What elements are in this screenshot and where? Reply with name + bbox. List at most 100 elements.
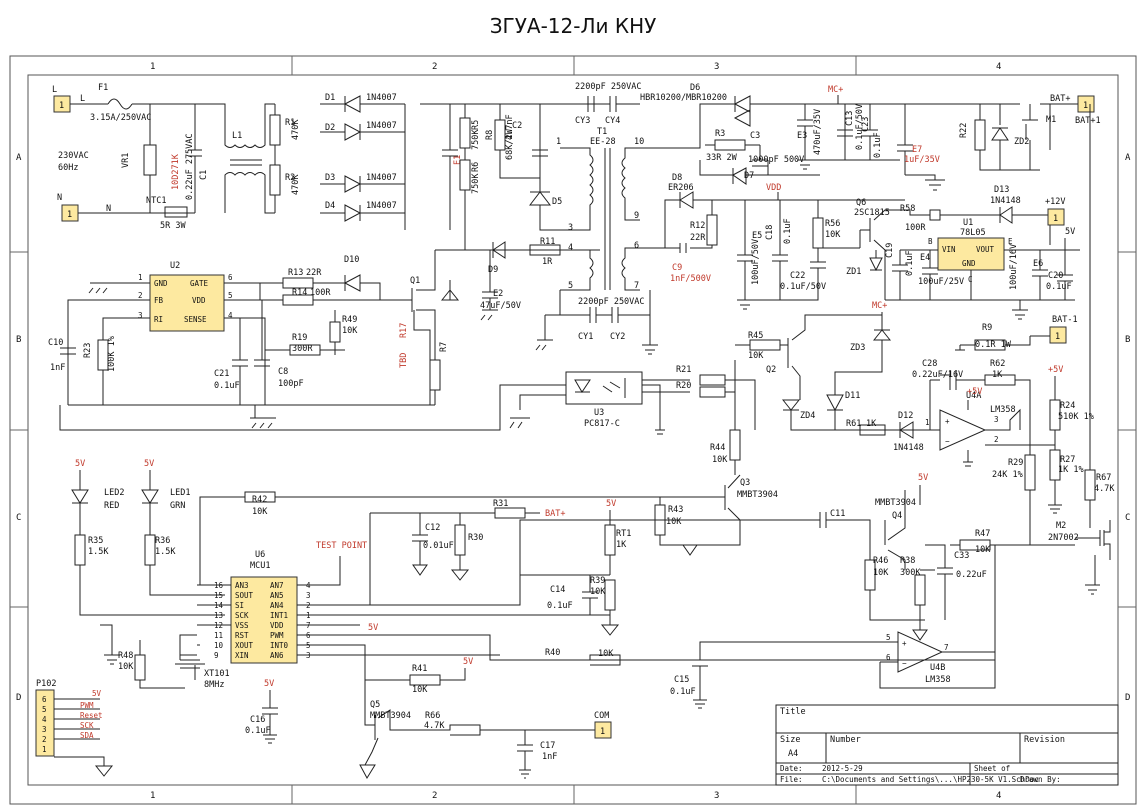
u1-vout: VOUT — [976, 245, 995, 254]
r49-ref: R49 — [342, 315, 357, 325]
r42-value: 10K — [252, 507, 268, 517]
r41-ref: R41 — [412, 664, 427, 674]
page-title: ЗГУА-12-Ли КНУ — [489, 14, 657, 38]
d12-ref: D12 — [898, 411, 913, 421]
svg-text:−: − — [902, 659, 907, 668]
u2-n5: 5 — [228, 291, 233, 300]
r27-ref: R27 — [1060, 455, 1075, 465]
r43-ref: R43 — [668, 505, 683, 515]
ruler-col-1b: 1 — [150, 791, 155, 801]
vdd-label: VDD — [766, 183, 781, 193]
e6-ref: E6 — [1033, 259, 1043, 269]
r46-value: 10K — [873, 568, 889, 578]
tb-size: Size — [780, 735, 800, 745]
u6-right-pin-an5: AN5 — [270, 591, 284, 600]
ruler-row-a: A — [16, 153, 22, 163]
r27-value: 1K 1% — [1058, 465, 1084, 475]
tbd-label: TBD — [399, 353, 409, 368]
u2-n4: 4 — [228, 311, 233, 320]
mc-label-2: MC+ — [872, 301, 887, 311]
r20-ref: R20 — [676, 381, 691, 391]
u4b-pin5: 5 — [886, 633, 891, 642]
r24-ref: R24 — [1060, 401, 1075, 411]
d9-ref: D9 — [488, 265, 498, 275]
e7-ref: E7 — [912, 145, 922, 155]
d7-ref: D7 — [744, 171, 754, 181]
t1-pin3: 3 — [568, 223, 573, 233]
d5-ref: D5 — [552, 197, 562, 207]
u2-pin-sense: SENSE — [184, 315, 207, 324]
u2-ic — [149, 274, 225, 332]
connector-n-pin: 1 — [67, 210, 72, 220]
r35-value: 1.5K — [88, 547, 109, 557]
u1-value: 78L05 — [960, 228, 986, 238]
u4a-pin3: 3 — [994, 415, 999, 424]
c3-ref: C3 — [750, 131, 760, 141]
connector-bat-neg[interactable] — [1049, 326, 1067, 344]
q6-ref: Q6 — [856, 198, 866, 208]
connector-com[interactable] — [594, 721, 612, 739]
r23-ref: R23 — [83, 343, 93, 358]
e7-value: 1uF/35V — [904, 155, 940, 165]
r35-ref: R35 — [88, 536, 103, 546]
u4b-value: LM358 — [925, 675, 951, 685]
tb-sheet: Sheet of — [974, 764, 1010, 773]
ruler-row-c: C — [16, 513, 21, 523]
q4-vcc: 5V — [918, 473, 928, 483]
c16-value: 0.1uF — [245, 726, 271, 736]
p102-header[interactable] — [35, 689, 55, 757]
r23-value: 100K 1% — [107, 336, 117, 372]
c20-ref: C20 — [1048, 271, 1063, 281]
c18-value: 0.1uF — [783, 218, 793, 244]
r9-ref: R9 — [982, 323, 992, 333]
t1-pin6: 6 — [634, 241, 639, 251]
ntc1-value: 5R 3W — [160, 221, 186, 231]
t1-ref: T1 — [597, 127, 607, 137]
u6-left-pin-sck: SCK — [235, 611, 249, 620]
zd3-ref: ZD3 — [850, 343, 865, 353]
r43-value: 10K — [666, 517, 682, 527]
tb-file-value: C:\Documents and Settings\...\HP230-5K V… — [822, 775, 1039, 784]
connector-12v-pin: 1 — [1053, 214, 1058, 224]
cy4-ref: CY4 — [605, 116, 620, 126]
r41-value: 10K — [412, 685, 428, 695]
connector-bat-plus-pin: 1 — [1083, 101, 1088, 111]
zd4-ref: ZD4 — [800, 411, 815, 421]
d1-ref: D1 — [325, 93, 335, 103]
u6-right-pin-an7: AN7 — [270, 581, 284, 590]
fuse-value: 3.15A/250VAC — [90, 113, 151, 123]
u1-regulator — [937, 237, 1005, 271]
r5-ref: R5 — [471, 120, 481, 130]
c2-ref: C2 — [512, 121, 522, 131]
p102-ref: P102 — [36, 679, 56, 689]
r24-value: 510K 1% — [1058, 412, 1094, 422]
q3-ref: Q3 — [740, 478, 750, 488]
r41-vcc: 5V — [463, 657, 473, 667]
u2-n1: 1 — [138, 273, 143, 282]
r8-ref: R8 — [485, 130, 495, 140]
connector-12v[interactable] — [1047, 208, 1065, 226]
u6-vdd-net: 5V — [368, 623, 378, 633]
p102-net-4: Reset — [80, 711, 103, 720]
tb-revision: Revision — [1024, 735, 1065, 745]
u2-pin-gate: GATE — [190, 279, 209, 288]
p102-pin-1: 1 — [42, 745, 47, 754]
r7-ref: R7 — [439, 342, 449, 352]
ruler-row-d-r: D — [1125, 693, 1130, 703]
tb-file: File: — [780, 775, 803, 784]
cy2-ref: CY2 — [610, 332, 625, 342]
rt1-value: 1K — [616, 540, 627, 550]
u4a-value: LM358 — [990, 405, 1016, 415]
v5-top-label: 5V — [1065, 227, 1075, 237]
r11-value: 1R — [542, 257, 553, 267]
e3-ref: E3 — [797, 131, 807, 141]
e4-ref: E4 — [920, 253, 930, 263]
u6-left-pin-xin: XIN — [235, 651, 249, 660]
r31-ref: R31 — [493, 499, 508, 509]
c14-value: 0.1uF — [547, 601, 573, 611]
c18-ref: C18 — [765, 225, 775, 240]
c19-ref: C19 — [885, 243, 895, 258]
freq-label: 60Hz — [58, 163, 78, 173]
u6-right-pin-an6: AN6 — [270, 651, 284, 660]
r39-value: 10K — [590, 587, 606, 597]
